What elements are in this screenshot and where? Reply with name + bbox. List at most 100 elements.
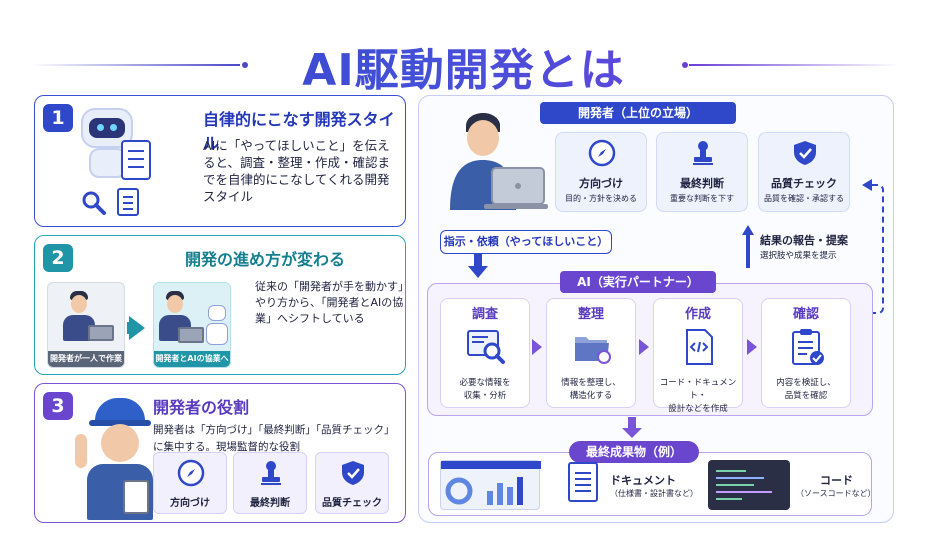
feedback-loop-line [872, 184, 884, 314]
shield-check-icon [794, 141, 816, 165]
role-card-label: 品質チェック [322, 498, 382, 509]
step-description-line2: 品質を確認 [784, 391, 828, 401]
panel-developer-role: 3 開発者の役割 開発者は「方向づけ」「最終判断」「品質チェック」に集中する。現… [34, 383, 406, 523]
hard-hat-brim [89, 420, 151, 426]
step-title: 確認 [792, 307, 819, 322]
clipboard-icon [121, 140, 151, 180]
scene-developer-ai-collab: 開発者とAIの協業へ [153, 282, 231, 368]
arrow-down-icon [468, 266, 488, 278]
title-decoration-dot-right [682, 62, 688, 68]
step-description: 必要な情報を 収集・分析 [441, 377, 529, 403]
step-description-line1: 情報を整理し、 [561, 378, 621, 388]
step-description: コード・ドキュメント・ 設計などを作成 [654, 377, 742, 416]
role-card-label: 方向づけ [170, 498, 210, 509]
developer-card-direction: 方向づけ 目的・方針を決める [555, 132, 647, 212]
shield-check-icon [342, 461, 364, 485]
step-research: 調査 必要な情報を 収集・分析 [440, 298, 530, 408]
scene-caption: 開発者が一人で作業 [48, 351, 124, 367]
robot-eye-left [97, 124, 104, 131]
search-screen-icon [467, 330, 505, 364]
card-description: 品質を確認・承認する [764, 194, 844, 203]
person-head [167, 295, 183, 313]
document-icon [568, 462, 598, 502]
step-organize: 整理 情報を整理し、 構造化する [546, 298, 636, 408]
title-decoration-line-right [689, 64, 899, 66]
step-description-line2: 構造化する [569, 391, 613, 401]
code-editor-icon [708, 460, 790, 510]
step-create: 作成 コード・ドキュメント・ 設計などを作成 [653, 298, 743, 414]
instruction-label: 指示・依頼（やってほしいこと） [440, 230, 612, 254]
arrow-up-bar [746, 234, 750, 268]
folder-icon [575, 337, 611, 364]
output-document-label: ドキュメント [610, 474, 676, 487]
arrow-right-icon [129, 316, 145, 340]
page-title: AI駆動開発とは [0, 34, 927, 98]
panel-description: AIに「やってほしいこと」を伝えると、調査・整理・作成・確認までを自律的にこなし… [203, 138, 391, 204]
robot-body [206, 323, 228, 345]
scene-solo-developer: 開発者が一人で作業 [47, 282, 125, 368]
pointing-finger [75, 434, 87, 468]
arrow-down-bar [474, 254, 482, 270]
role-card-quality: 品質チェック [315, 452, 389, 514]
step-description: 情報を整理し、 構造化する [547, 377, 635, 403]
robot-icon [81, 108, 133, 148]
compass-icon [588, 139, 616, 167]
step-description-line2: 収集・分析 [463, 391, 507, 401]
output-code-sublabel: （ソースコードなど） [796, 489, 876, 498]
panel-description: 従来の「開発者が手を動かす」やり方から、「開発者とAIの協業」へシフトしている [255, 280, 404, 325]
card-description: 重要な判断を下す [670, 194, 734, 203]
robot-icon [208, 305, 226, 321]
robot-body [89, 148, 127, 178]
card-title: 品質チェック [771, 177, 837, 190]
output-code-label: コード [820, 474, 853, 487]
developer-illustration [450, 112, 548, 210]
checklist-icon [792, 329, 824, 365]
output-document-sublabel: （仕様書・設計書など） [610, 489, 698, 498]
role-card-direction: 方向づけ [153, 452, 227, 514]
code-file-icon [686, 329, 713, 365]
panel-process-change: 2 開発の進め方が変わる 開発者が一人で作業 開発者とAIの協業へ 従来の「開発… [34, 235, 406, 375]
panel-description: 開発者は「方向づけ」「最終判断」「品質チェック」に集中する。現場監督的な役割 [153, 424, 395, 453]
developer-role-tag: 開発者（上位の立場） [540, 102, 736, 124]
step-title: 作成 [684, 307, 711, 322]
role-card-decision: 最終判断 [233, 452, 307, 514]
stamp-icon [261, 461, 281, 485]
arrow-right-icon [639, 339, 649, 355]
stamp-icon [693, 141, 713, 165]
panel-number-badge: 3 [43, 392, 73, 420]
report-label: 結果の報告・提案 [760, 234, 848, 247]
clipboard-icon [123, 480, 149, 514]
document-icon [117, 188, 139, 216]
panel-autonomous-style: 1 自律的にこなす開発スタイル AIに「やってほしいこと」を伝えると、調査・整理… [34, 95, 406, 227]
step-description-line1: 必要な情報を [459, 378, 511, 388]
robot-face [89, 118, 125, 138]
step-description-line1: 内容を検証し、 [776, 378, 836, 388]
compass-icon [177, 459, 205, 487]
step-title: 調査 [471, 307, 498, 322]
worker-face [101, 424, 139, 462]
step-description: 内容を検証し、 品質を確認 [762, 377, 850, 403]
final-output-tag: 最終成果物（例） [569, 441, 699, 463]
step-description-line2: 設計などを作成 [668, 404, 728, 414]
panel-title: 開発者の役割 [153, 398, 250, 417]
role-card-label: 最終判断 [250, 498, 290, 509]
person-head [71, 295, 87, 313]
card-title: 最終判断 [680, 177, 724, 190]
card-title: 方向づけ [579, 177, 623, 190]
arrow-left-icon [862, 179, 872, 191]
card-description: 目的・方針を決める [565, 194, 637, 203]
laptop-icon [178, 327, 204, 343]
dashboard-chart-graphic [441, 461, 541, 505]
step-description-line1: コード・ドキュメント・ [659, 378, 737, 401]
developer-card-decision: 最終判断 重要な判断を下す [656, 132, 748, 212]
robot-eye-right [110, 124, 117, 131]
panel-number-badge: 2 [43, 244, 73, 272]
dashboard-icon [440, 460, 541, 510]
report-sublabel: 選択肢や成果を提示 [760, 251, 837, 261]
hard-hat-icon [95, 398, 145, 424]
page-title-area: AI駆動開発とは [0, 34, 927, 96]
panel-title: 開発の進め方が変わる [185, 250, 346, 269]
panel-number-badge: 1 [43, 104, 73, 132]
arrow-right-icon [532, 339, 542, 355]
arrow-right-icon [747, 339, 757, 355]
